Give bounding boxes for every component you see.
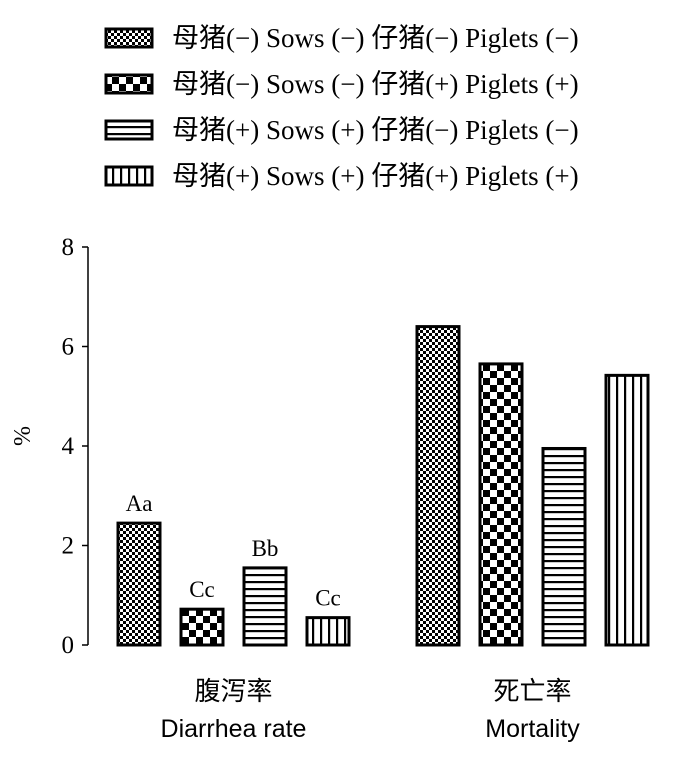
category-label-en: Mortality — [485, 715, 580, 743]
bar — [415, 325, 461, 647]
bar — [604, 373, 650, 647]
data-label: Aa — [126, 491, 153, 516]
bar — [242, 566, 288, 647]
axes: 0 2 4 6 8% 腹泻率 Diarrhea rate 死亡率 Mortality — [10, 234, 580, 743]
legend-swatch — [104, 119, 154, 141]
legend-label: 母猪(+) Sows (+) 仔猪(+) Piglets (+) — [172, 161, 579, 191]
y-tick-label: 2 — [62, 533, 75, 560]
bar — [179, 607, 225, 647]
legend-item: 母猪(−) Sows (−) 仔猪(+) Piglets (+) — [104, 69, 579, 99]
legend-label: 母猪(+) Sows (+) 仔猪(−) Piglets (−) — [172, 115, 579, 145]
category-label-zh: 死亡率 — [493, 677, 571, 706]
category-label-zh: 腹泻率 — [194, 677, 272, 706]
legend-item: 母猪(+) Sows (+) 仔猪(−) Piglets (−) — [104, 115, 579, 145]
legend-label: 母猪(−) Sows (−) 仔猪(+) Piglets (+) — [172, 69, 579, 99]
bar — [116, 521, 162, 647]
legend-swatch — [104, 73, 154, 95]
legend-swatch — [104, 165, 154, 187]
data-label: Bb — [252, 536, 279, 561]
legend-item: 母猪(+) Sows (+) 仔猪(+) Piglets (+) — [104, 161, 579, 191]
bars — [116, 325, 650, 647]
bar — [478, 362, 524, 647]
y-tick-label: 8 — [62, 234, 75, 261]
legend: 母猪(−) Sows (−) 仔猪(−) Piglets (−) 母猪(−) So… — [104, 23, 579, 191]
y-tick-label: 0 — [62, 632, 75, 659]
bar — [305, 616, 351, 647]
legend-item: 母猪(−) Sows (−) 仔猪(−) Piglets (−) — [104, 23, 579, 53]
y-tick-label: 4 — [62, 433, 75, 460]
y-tick-label: 6 — [62, 334, 75, 361]
data-label: Cc — [315, 586, 341, 611]
legend-swatch — [104, 27, 154, 49]
y-axis-title: % — [10, 426, 36, 446]
bar — [541, 446, 587, 647]
data-label: Cc — [189, 577, 215, 602]
legend-label: 母猪(−) Sows (−) 仔猪(−) Piglets (−) — [172, 23, 579, 53]
category-label-en: Diarrhea rate — [161, 715, 307, 743]
